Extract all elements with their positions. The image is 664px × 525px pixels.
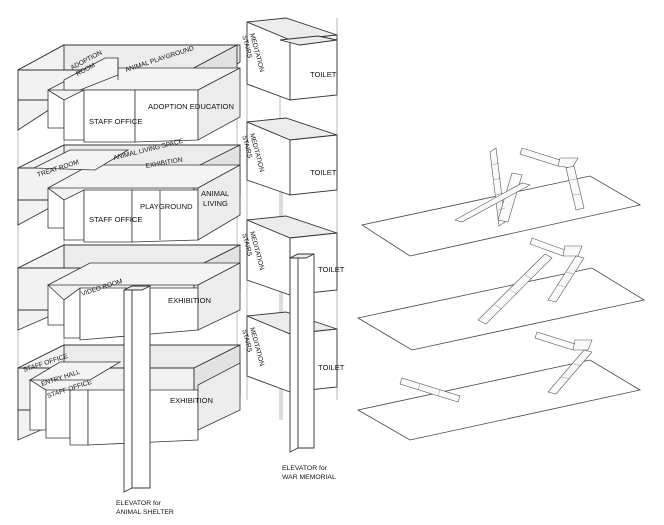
- animal-living-label: ANIMAL LIVING: [201, 189, 231, 208]
- staff-office-label-f4: STAFF OFFICE: [89, 117, 142, 126]
- floor-3-stair-toilet-block: [246, 117, 338, 196]
- toilet-label-f1: TOILET: [318, 363, 345, 372]
- exhibition-label-f1: EXHIBITION: [170, 396, 213, 405]
- toilet-label-f4: TOILET: [310, 70, 337, 79]
- elevator-shaft-war-memorial: [289, 253, 315, 453]
- floor-3: [17, 144, 241, 243]
- toilet-label-f3: TOILET: [310, 168, 337, 177]
- toilet-label-f2: TOILET: [318, 265, 345, 274]
- adoption-education-label: ADOPTION EDUCATION: [148, 102, 234, 111]
- playground-label: PLAYGROUND: [140, 202, 193, 211]
- stairs-bottom-plane: [399, 331, 593, 403]
- elevator-animal-shelter-caption: ELEVATOR for ANIMAL SHELTER: [116, 500, 174, 516]
- floor-4-stair-toilet-block: [246, 17, 338, 101]
- elevator-shaft-animal-shelter: [123, 285, 151, 493]
- exhibition-label-f2: EXHIBITION: [168, 296, 211, 305]
- elevator-war-memorial-caption: ELEVATOR for WAR MEMORIAL: [282, 465, 336, 481]
- staff-office-label-f3: STAFF OFFICE: [89, 215, 142, 224]
- stairs-middle-plane: [477, 237, 585, 325]
- stairs-top-plane: [454, 147, 585, 227]
- floor-4: [17, 44, 241, 143]
- stair-plane-bottom: [356, 359, 642, 441]
